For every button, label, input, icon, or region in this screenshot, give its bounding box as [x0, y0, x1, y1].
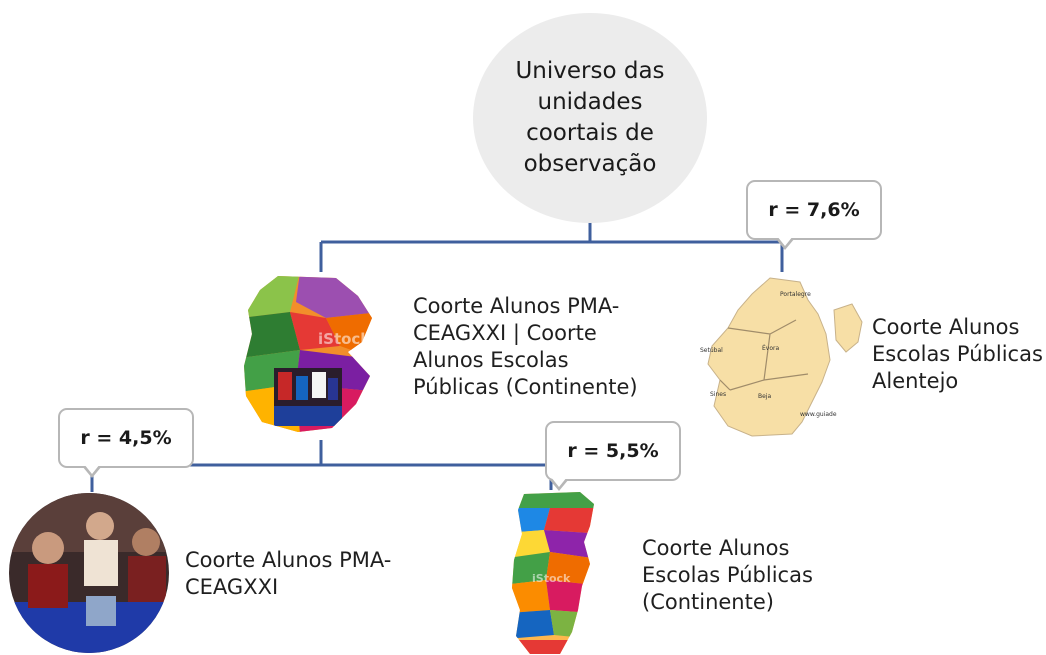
map-label-setubal: Setúbal: [700, 347, 723, 354]
watermark-text: iStock: [318, 330, 371, 348]
callout-pointer: [549, 477, 569, 491]
map-credit: www.guiade: [800, 411, 837, 418]
portugal-continente-map: iStock: [512, 492, 594, 654]
students-photo: [9, 493, 169, 653]
callout-pointer: [775, 236, 795, 250]
callout-pointer: [82, 464, 102, 478]
callout-r-pma-text: r = 4,5%: [80, 427, 172, 449]
callout-r-alentejo: r = 7,6%: [746, 180, 882, 250]
callout-r-continente-text: r = 5,5%: [567, 440, 659, 462]
map-label-evora: Évora: [762, 344, 779, 352]
portugal-regions-map-with-photo: iStock: [244, 276, 372, 432]
node-label-pma: Coorte Alunos PMA- CEAGXXI: [185, 548, 392, 599]
callout-r-pma: r = 4,5%: [58, 408, 194, 478]
map-label-sines: Sines: [710, 391, 726, 398]
node-label-continente-pma: Coorte Alunos PMA- CEAGXXI | Coorte Alun…: [413, 294, 638, 399]
map-label-beja: Beja: [758, 393, 771, 400]
callout-r-alentejo-text: r = 7,6%: [768, 199, 860, 221]
alentejo-map: Portalegre Évora Setúbal Beja Sines www.…: [700, 277, 863, 437]
watermark-text: iStock: [532, 572, 571, 585]
map-label-portalegre: Portalegre: [780, 291, 811, 298]
node-label-continente: Coorte Alunos Escolas Públicas (Continen…: [642, 536, 813, 614]
callout-r-continente: r = 5,5%: [545, 421, 681, 491]
node-label-alentejo: Coorte Alunos Escolas Públicas Alentejo: [872, 315, 1043, 393]
root-node-label: Universo das unidades coortais de observ…: [515, 58, 665, 177]
root-node: Universo das unidades coortais de observ…: [473, 13, 707, 223]
